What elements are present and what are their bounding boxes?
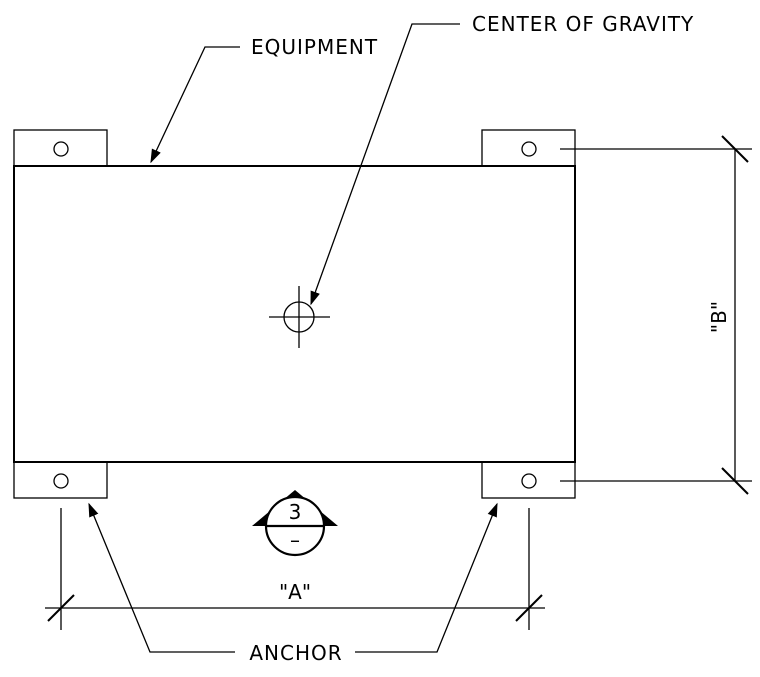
anchor-tab-bottom-right	[481, 461, 576, 499]
dimension-b-label: "B"	[707, 301, 731, 333]
center-of-gravity-label: CENTER OF GRAVITY	[472, 12, 694, 36]
anchor-label: ANCHOR	[249, 641, 342, 665]
anchor-tab-top-right	[481, 129, 576, 167]
dimension-a-label: "A"	[279, 580, 311, 604]
equipment-label: EQUIPMENT	[251, 35, 378, 59]
anchor-leader-right	[355, 502, 498, 653]
anchor-tab-bottom-left	[13, 461, 108, 499]
center-of-gravity-leader	[310, 23, 460, 306]
section-marker-sheet: –	[290, 528, 300, 552]
anchor-tab-top-left	[13, 129, 108, 167]
equipment-body	[13, 165, 576, 463]
dimension-a	[45, 508, 545, 630]
center-of-gravity-symbol	[269, 286, 330, 348]
equipment-leader	[150, 46, 240, 164]
dimension-b	[560, 135, 752, 495]
section-marker	[252, 490, 338, 557]
section-marker-number: 3	[289, 500, 302, 524]
anchor-leader-left	[88, 502, 235, 653]
